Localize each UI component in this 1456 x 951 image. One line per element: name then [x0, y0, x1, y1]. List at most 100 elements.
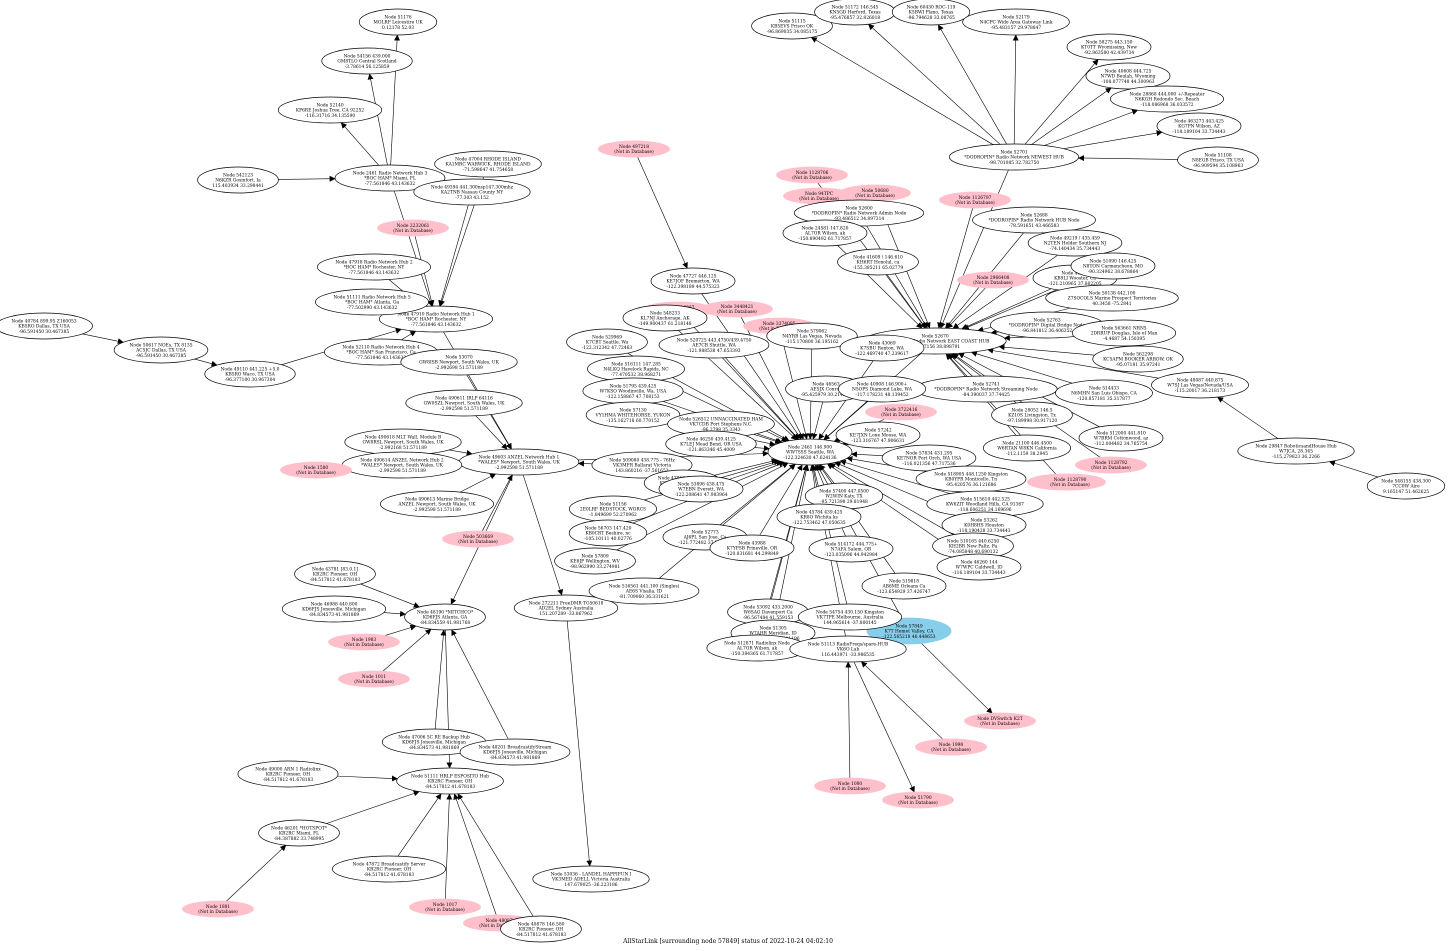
graph-node-m1080[interactable]: Node 1080(Not in Database) — [814, 777, 886, 795]
graph-node-m1128706[interactable]: Node 1128706(Not in Database) — [776, 166, 848, 184]
graph-node-m1126797[interactable]: Node 1126797(Not in Database) — [939, 191, 1011, 209]
graph-node-n48190[interactable]: Node 48190 *MITCHCO*KD6FJS Atlanta, GA-8… — [404, 603, 486, 631]
graph-node-m22310[interactable]: Node 2232061(Not in Database) — [377, 219, 449, 237]
graph-node-n40908[interactable]: Node 40908 146.900+N5OPS Diamond Lake, W… — [838, 375, 926, 403]
graph-node-m1017[interactable]: Node 1017(Not in Database) — [409, 898, 481, 916]
graph-node-n516561[interactable]: Node 516561 441.100 (Singles)AE6S Visali… — [588, 577, 700, 605]
graph-node-m1983[interactable]: Node 1983(Not in Database) — [328, 633, 400, 651]
graph-node-n52600[interactable]: Node 52600*DODROPIN* Radio Network Admin… — [793, 199, 925, 227]
graph-node-m503669[interactable]: Node 503669(Not in Database) — [442, 530, 514, 548]
graph-node-m51790[interactable]: Node 51790(Not in Database) — [882, 791, 954, 809]
graph-node-m1128790[interactable]: Node 1128790(Not in Database) — [1034, 473, 1106, 491]
graph-node-n47918[interactable]: Node 47918 Radio Network Hub 2*BOC HAM* … — [317, 253, 431, 281]
graph-node-n514172[interactable]: Node 514172 444.775+N7AFA Salem, OR-123.… — [808, 535, 894, 563]
graph-node-n2461b[interactable]: Node 2461 Radio Network Hub 3*BOC HAM* M… — [334, 164, 446, 192]
graph-node-n52701[interactable]: Node 52701*DODROPIN* Radio Network NEWES… — [948, 143, 1080, 171]
graph-node-m1998b[interactable]: Node 1998(Not in Database) — [915, 738, 987, 756]
graph-node-m3722416[interactable]: Node 3722416(Not in Database) — [865, 403, 937, 421]
graph-node-n52741[interactable]: Node 52741*DODROPIN* Radio Network Strea… — [914, 375, 1058, 403]
graph-node-m1128792[interactable]: Node 1128792(Not in Database) — [1075, 456, 1147, 474]
graph-node-n49603[interactable]: Node 49603 ANZEL Network Hub 1*WALES* Ne… — [458, 448, 580, 476]
graph-node-n47910[interactable]: Node 47910 Radio Network Hub 1*BOC HAM* … — [379, 305, 493, 333]
graph-node-m3448421[interactable]: Node 3448421(Not in Database) — [701, 300, 773, 318]
graph-node-mDVSw[interactable]: Node DVSwitch K2T(Not in Database) — [964, 712, 1036, 730]
graph-node-n43781[interactable]: Node 43781 [83.0.1]KB2RC Pioneer, OH-84.… — [294, 560, 376, 588]
graph-node-m2966408[interactable]: Node 2966408(Not in Database) — [957, 271, 1029, 289]
graph-node-m1881[interactable]: Node 1881(Not in Database) — [182, 900, 254, 918]
graph-node-n52688[interactable]: Node 52688*DODROPIN* Radio Network HUB N… — [972, 206, 1096, 234]
graph-node-n51111b[interactable]: Node 51111 Radio Network Hub 5*BOC HAM* … — [315, 288, 429, 316]
graph-node-m497218[interactable]: Node 497218(Not in Database) — [598, 140, 670, 158]
graph-node-n46201[interactable]: Node 46201 *HOTSPOT*KB2RC Miami, FL-84.3… — [258, 819, 340, 847]
graph-node-m1580[interactable]: Node 1580(Not in Database) — [280, 461, 352, 479]
